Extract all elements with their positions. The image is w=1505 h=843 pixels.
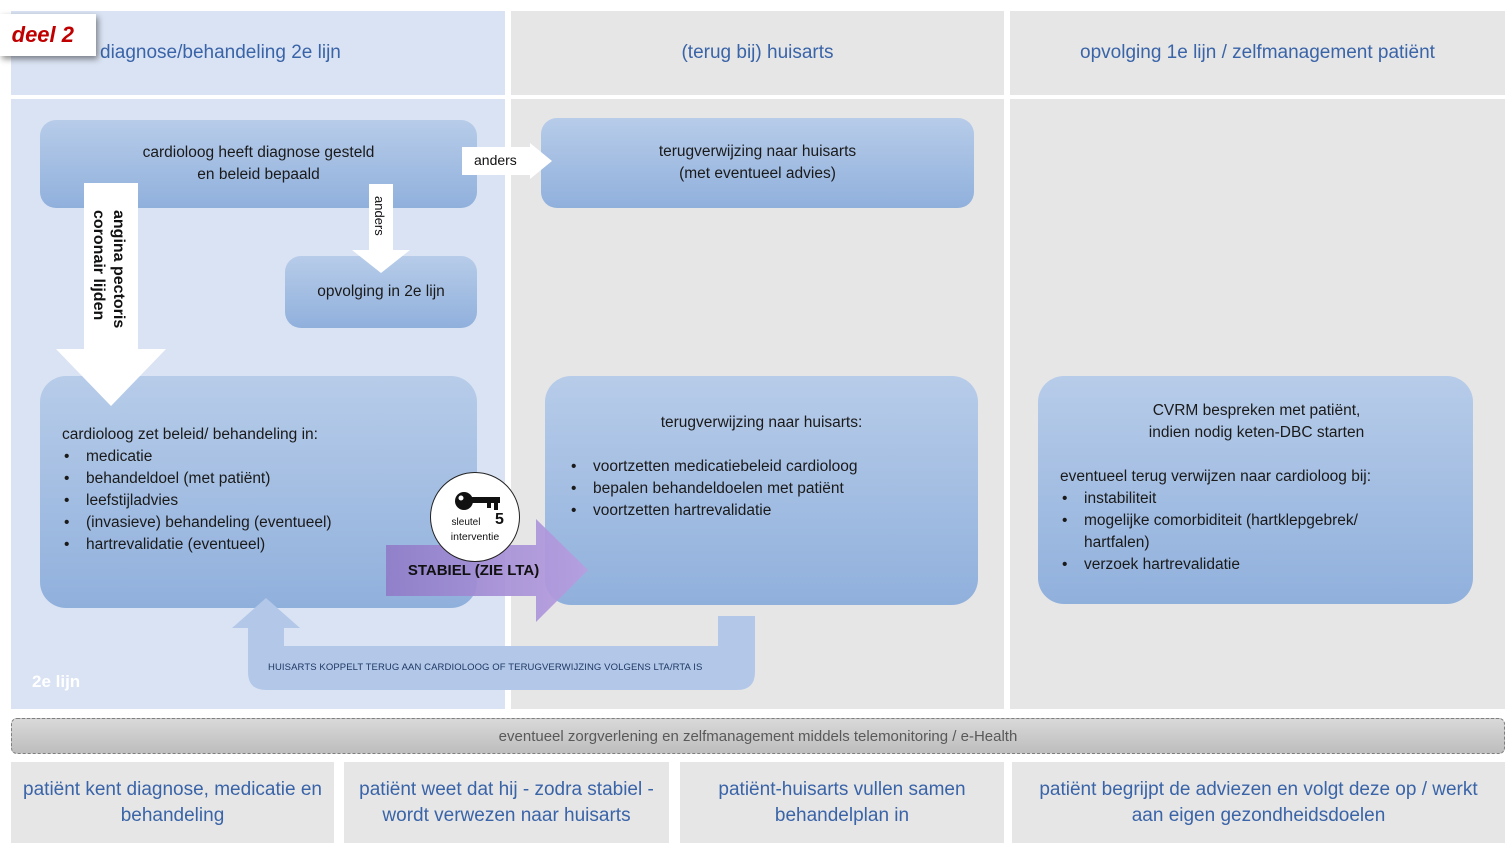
box-diagnose: cardioloog heeft diagnose gesteld en bel… [40,120,477,208]
box-terugverwijzing-advies: terugverwijzing naar huisarts (met event… [541,118,974,208]
list-item: leefstijladvies [64,490,477,512]
return-label: HUISARTS KOPPELT TERUG AAN CARDIOLOOG OF… [268,662,703,673]
box-cvrm: CVRM bespreken met patiënt, indien nodig… [1038,376,1473,604]
list-item: voortzetten medicatiebeleid cardioloog [571,456,978,478]
key-label-1: sleutel [451,517,481,528]
list-item: bepalen behandeldoelen met patiënt [571,478,978,500]
key-label-2: interventie [450,531,500,543]
footer-cell-2: patiënt weet dat hij - zodra stabiel - w… [344,762,669,843]
header-divider [11,95,1505,99]
cvrm-list: instabiliteit mogelijke comorbiditeit (h… [1060,488,1453,576]
list-item: (invasieve) behandeling (eventueel) [64,512,477,534]
box-opvolging-2e-lijn: opvolging in 2e lijn [285,256,477,328]
column-title-huisarts: (terug bij) huisarts [681,42,834,63]
column-title-diagnose: diagnose/behandeling 2e lijn [100,42,341,63]
stabiel-label: STABIEL (ZIE LTA) [407,562,540,579]
verwijzing-list: voortzetten medicatiebeleid cardioloog b… [569,456,978,522]
panel-opvolging [1010,11,1505,709]
footer-cell-1: patiënt kent diagnose, medicatie en beha… [11,762,334,843]
box-terugverwijzing-huisarts: terugverwijzing naar huisarts: voortzett… [545,376,978,605]
list-item: behandeldoel (met patiënt) [64,468,477,490]
angina-label: angina pectoris coronair lijden [90,210,127,329]
list-item: instabiliteit [1062,488,1453,510]
key-number: 5 [495,511,504,528]
list-item: mogelijke comorbiditeit (hartklepgebrek/… [1062,510,1414,554]
list-item: verzoek hartrevalidatie [1062,554,1453,576]
list-item: voortzetten hartrevalidatie [571,500,978,522]
beleid-list: medicatie behandeldoel (met patiënt) lee… [62,446,477,556]
list-item: hartrevalidatie (eventueel) [64,534,477,556]
section-tag: deel 2 [0,14,96,56]
anders-right-label: anders [474,152,517,168]
column-title-opvolging: opvolging 1e lijn / zelfmanagement patië… [1080,42,1435,63]
footer-cell-4: patiënt begrijpt de adviezen en volgt de… [1012,762,1505,843]
zone-label: 2e lijn [32,672,81,691]
key-badge: 5 sleutel interventie [430,472,520,562]
list-item: medicatie [64,446,477,468]
key-icon [455,492,500,510]
footer-cell-3: patiënt-huisarts vullen samen behandelpl… [680,762,1004,843]
anders-down-label: anders [372,196,387,236]
telemonitoring-bar: eventueel zorgverlening en zelfmanagemen… [11,718,1505,754]
